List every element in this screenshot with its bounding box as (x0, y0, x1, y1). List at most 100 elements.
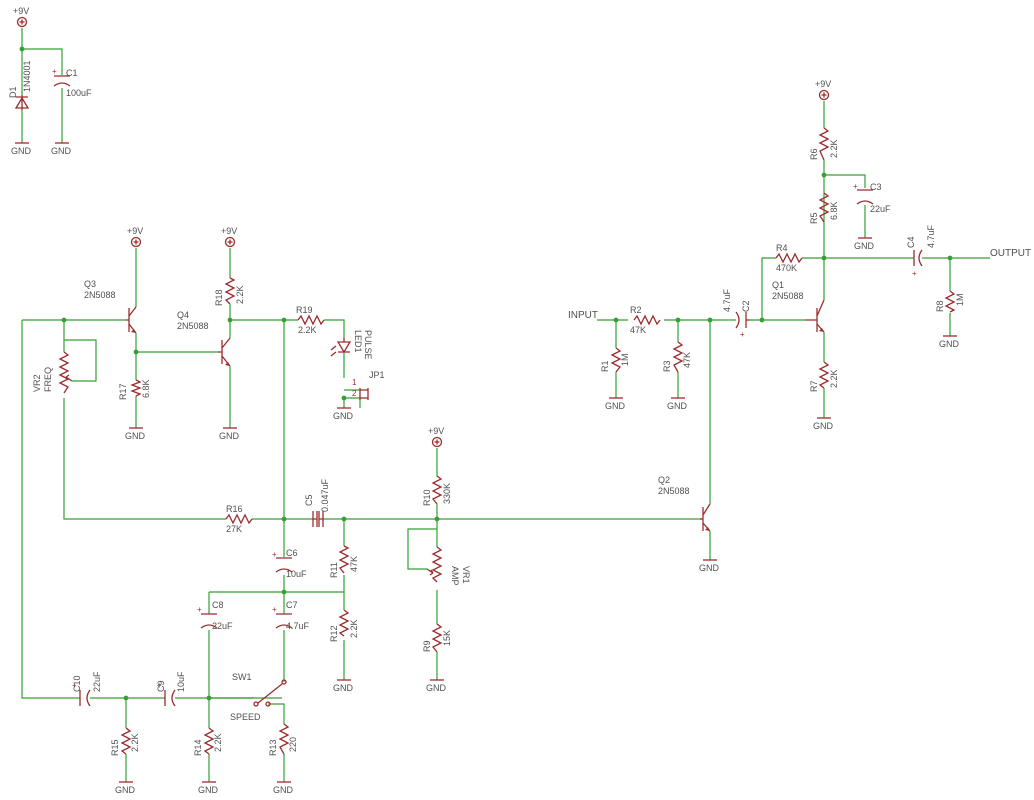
svg-text:2.2K: 2.2K (298, 325, 317, 335)
gnd-label: GND (699, 563, 720, 573)
led1: LED1 PULSE (330, 330, 373, 360)
gnd-label: GND (605, 401, 626, 411)
capacitor-c6: + C6 10uF (272, 548, 307, 579)
transistor-q3: Q3 2N5088 (84, 279, 137, 334)
gnd-symbol: GND (667, 397, 688, 411)
svg-text:4.7uF: 4.7uF (926, 224, 936, 248)
svg-text:C10: C10 (72, 675, 82, 692)
svg-text:R6: R6 (809, 148, 819, 160)
svg-text:+: + (272, 605, 277, 614)
gnd-symbol: GND (426, 679, 447, 693)
svg-text:470K: 470K (776, 263, 797, 273)
resistor-r1: R1 1M (600, 347, 630, 373)
svg-text:Q4: Q4 (177, 310, 189, 320)
svg-text:2N5088: 2N5088 (658, 486, 690, 496)
svg-text:R1: R1 (600, 360, 610, 372)
vcc-label: +9V (127, 226, 143, 236)
svg-text:2.2K: 2.2K (829, 139, 839, 158)
transistors: Q3 2N5088 Q4 2N5088 Q2 2N5088 Q1 2N5088 (84, 279, 825, 532)
junctions (19, 46, 953, 701)
capacitor-c10: + C10 22uF (72, 671, 102, 707)
capacitor-c8: + C8 22uF (197, 600, 233, 631)
transistor-q1: Q1 2N5088 (772, 280, 825, 333)
gnd-label: GND (667, 401, 688, 411)
c1-value: 100uF (66, 88, 92, 98)
svg-text:VR2: VR2 (32, 374, 42, 392)
transistor-q2: Q2 2N5088 (658, 475, 711, 532)
svg-text:220: 220 (288, 737, 298, 752)
resistor-r2: R2 47K (630, 305, 661, 335)
svg-text:R3: R3 (662, 360, 672, 372)
svg-text:VR1: VR1 (461, 566, 471, 584)
svg-text:2.2K: 2.2K (349, 619, 359, 638)
gnd-symbol: GND (51, 142, 72, 156)
capacitor-c2: + C2 4.7uF (722, 288, 751, 339)
svg-text:R8: R8 (935, 300, 945, 312)
svg-text:27K: 27K (226, 524, 242, 534)
svg-text:Q1: Q1 (772, 280, 784, 290)
gnd-symbol: GND (11, 142, 32, 156)
input-label: INPUT (568, 310, 598, 321)
switch-sw1: SW1 SPEED (209, 672, 287, 722)
svg-text:15K: 15K (442, 630, 452, 646)
svg-text:C7: C7 (286, 600, 298, 610)
resistor-r6: R6 2.2K (809, 127, 839, 161)
gnd-symbol: GND (115, 781, 136, 795)
gnd-label: GND (333, 683, 354, 693)
svg-text:47K: 47K (682, 352, 692, 368)
svg-text:1M: 1M (955, 293, 965, 306)
svg-text:1M: 1M (620, 353, 630, 366)
gnd-label: GND (333, 411, 354, 421)
svg-text:2N5088: 2N5088 (84, 290, 116, 300)
vcc-symbol-q3: +9V (127, 226, 143, 248)
capacitor-c4: + C4 4.7uF (906, 224, 936, 278)
resistor-r8: R8 1M (935, 290, 965, 313)
gnd-symbol: GND (813, 417, 834, 431)
svg-text:R9: R9 (422, 640, 432, 652)
resistor-r15: R15 2.2K (110, 727, 140, 756)
resistor-r18: R18 2.2K (214, 277, 245, 306)
gnd-symbol: GND (273, 781, 294, 795)
svg-text:2.2K: 2.2K (829, 369, 839, 388)
svg-text:FREQ: FREQ (43, 367, 53, 392)
svg-text:R10: R10 (422, 489, 432, 506)
gnd-symbol: GND (333, 679, 354, 693)
resistor-r17: R17 6.8K (118, 379, 151, 400)
svg-text:2N5088: 2N5088 (177, 321, 209, 331)
gnd-label: GND (11, 146, 32, 156)
wires (21, 28, 990, 782)
capacitor-c7: + C7 4.7uF (272, 600, 310, 631)
gnd-symbol: GND (605, 397, 626, 411)
svg-text:+: + (272, 550, 277, 559)
vcc-label: +9V (815, 79, 831, 89)
jumper-jp1: JP1 1 2 (352, 370, 385, 400)
svg-text:R2: R2 (630, 305, 642, 315)
resistor-r10: R10 330K (422, 475, 452, 506)
resistor-r16: R16 27K (225, 504, 253, 534)
svg-text:R18: R18 (214, 289, 224, 306)
svg-text:330K: 330K (442, 483, 452, 504)
capacitors: C5 0.047uF + C6 10uF + C8 22uF + C7 4.7u… (72, 182, 936, 707)
resistor-r12: R12 2.2K (329, 609, 359, 642)
gnd-label: GND (273, 785, 294, 795)
gnd-label: GND (198, 785, 219, 795)
svg-text:+: + (853, 182, 858, 191)
resistor-r7: R7 2.2K (809, 361, 839, 392)
gnd-symbol: GND (198, 781, 219, 795)
gnd-label: GND (854, 241, 875, 251)
potentiometer-vr1: AMP VR1 (426, 546, 471, 586)
svg-text:Q2: Q2 (658, 475, 670, 485)
svg-text:47K: 47K (349, 556, 359, 572)
gnd-symbol: GND (125, 427, 146, 441)
svg-text:6.8K: 6.8K (829, 201, 839, 220)
svg-text:R12: R12 (329, 625, 339, 642)
svg-text:2.2K: 2.2K (213, 733, 223, 752)
vcc-symbols: +9V +9V +9V +9V +9V (13, 6, 831, 448)
vcc-symbol-d1: +9V (13, 6, 29, 28)
potentiometers: VR2 FREQ AMP VR1 (32, 351, 471, 586)
svg-text:LED1: LED1 (353, 330, 363, 353)
svg-text:10uF: 10uF (176, 671, 186, 692)
svg-text:+: + (157, 681, 162, 690)
svg-text:R11: R11 (329, 562, 339, 578)
svg-text:C8: C8 (212, 600, 224, 610)
